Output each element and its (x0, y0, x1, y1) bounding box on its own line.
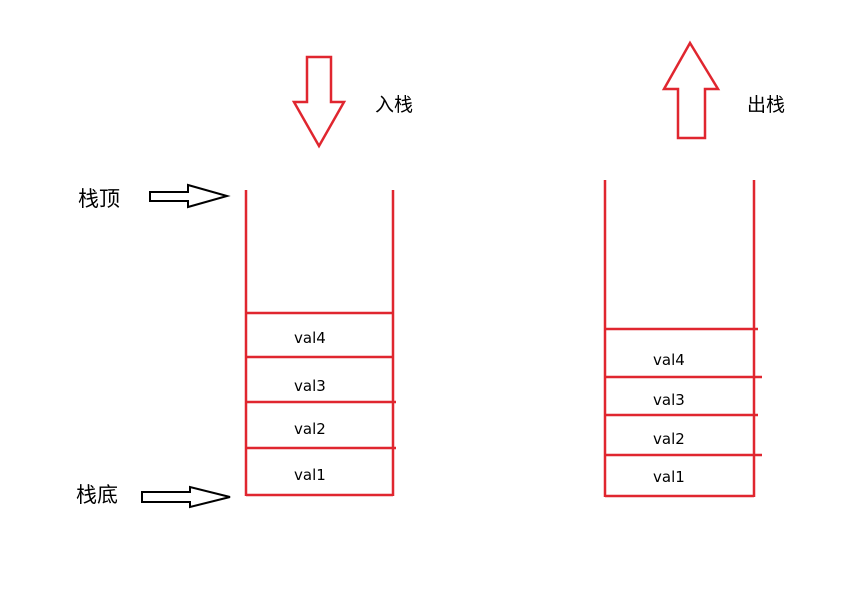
push-arrow-icon (291, 55, 347, 149)
top-pointer-arrow-icon (149, 183, 231, 209)
stack-top-label: 栈顶 (78, 187, 120, 211)
right-stack-item: val3 (653, 391, 685, 409)
bottom-pointer-arrow-icon (141, 485, 231, 509)
left-stack-item: val2 (294, 420, 326, 438)
left-stack-item: val3 (294, 377, 326, 395)
right-stack-item: val1 (653, 468, 685, 486)
left-stack-item: val4 (294, 329, 326, 347)
pop-arrow-icon (661, 40, 721, 140)
right-stack-item: val4 (653, 351, 685, 369)
right-stack-item: val2 (653, 430, 685, 448)
left-stack-item: val1 (294, 466, 326, 484)
left-stack (244, 190, 396, 497)
right-stack (603, 180, 762, 498)
stack-bottom-label: 栈底 (76, 483, 118, 507)
push-label: 入栈 (375, 94, 413, 116)
pop-label: 出栈 (747, 94, 785, 116)
